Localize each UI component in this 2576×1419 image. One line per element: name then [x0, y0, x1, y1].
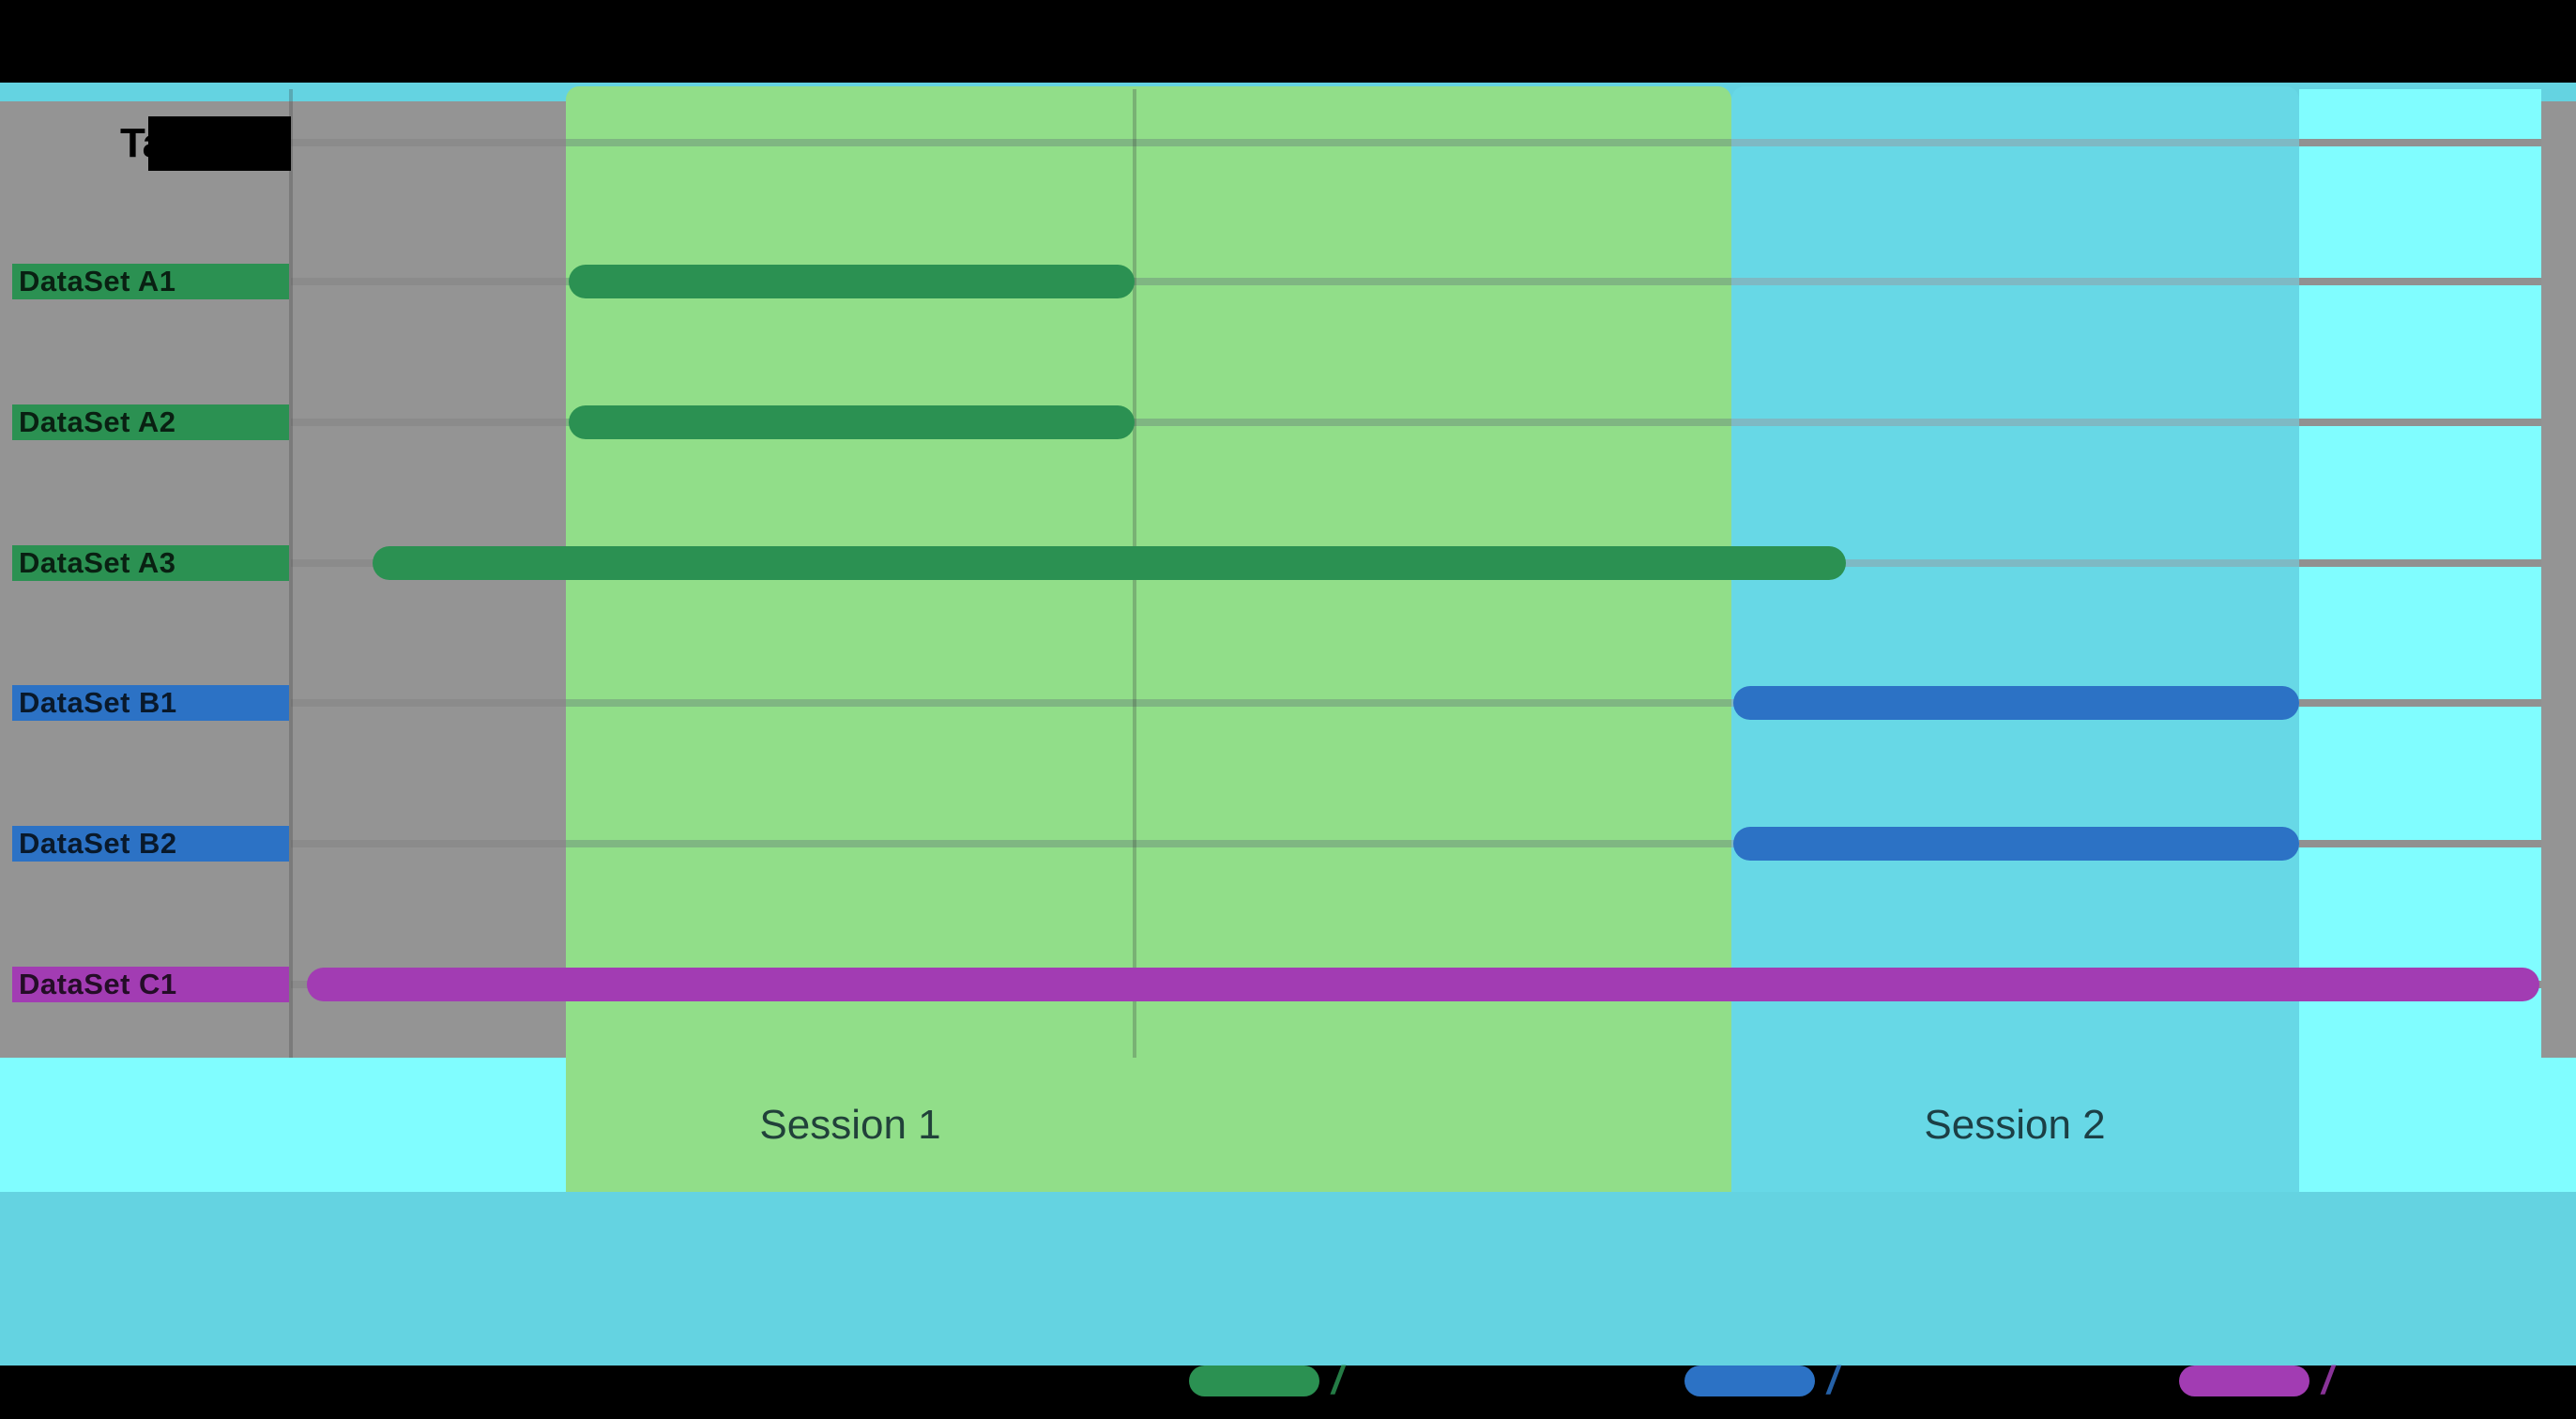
gridline	[2299, 278, 2541, 285]
row-label-chip: DataSet A1	[12, 264, 289, 299]
gridline	[566, 419, 1731, 426]
task-bar[interactable]	[1733, 827, 2299, 861]
legend-slash-glyph: /	[2322, 1358, 2333, 1402]
gridline	[2299, 559, 2541, 567]
task-bar[interactable]	[569, 405, 1135, 439]
task-bar[interactable]	[1733, 686, 2299, 720]
gridline	[566, 139, 1731, 146]
row-label-chip: DataSet B1	[12, 685, 289, 721]
legend-swatch[interactable]	[1189, 1366, 1319, 1396]
gridline	[1731, 559, 2299, 567]
gridline	[566, 840, 1731, 847]
gridline	[2299, 139, 2541, 146]
row-label-chip: DataSet C1	[12, 967, 289, 1002]
footer-cyan-strip	[0, 1192, 2576, 1366]
legend-swatch[interactable]	[2179, 1366, 2309, 1396]
side-light-cyan-band	[2299, 89, 2541, 1185]
gridline	[291, 840, 566, 847]
task-bar[interactable]	[373, 546, 1846, 580]
gridline	[2299, 419, 2541, 426]
session-band-1	[566, 86, 1731, 1192]
gridline	[1731, 419, 2299, 426]
gridline	[566, 278, 1731, 285]
redaction-box	[148, 116, 291, 171]
row-label-chip: DataSet A2	[12, 404, 289, 440]
gridline	[291, 139, 566, 146]
gridline	[291, 278, 566, 285]
gridline	[1731, 278, 2299, 285]
legend-swatch[interactable]	[1684, 1366, 1815, 1396]
legend-slash-glyph: /	[1332, 1358, 1343, 1402]
gridline	[1731, 139, 2299, 146]
legend-slash-glyph: /	[1827, 1358, 1838, 1402]
vertical-gridline	[289, 89, 293, 1058]
gridline	[2299, 699, 2541, 707]
task-bar[interactable]	[307, 968, 2539, 1001]
gridline	[291, 419, 566, 426]
session-label: Session 1	[759, 1102, 941, 1148]
task-bar[interactable]	[569, 265, 1135, 298]
session-label: Session 2	[1924, 1102, 2106, 1148]
gridline	[291, 699, 566, 707]
gridline	[2299, 840, 2541, 847]
row-label-chip: DataSet A3	[12, 545, 289, 581]
gridline	[566, 699, 1731, 707]
row-label-chip: DataSet B2	[12, 826, 289, 862]
top-letterbox-bar	[0, 0, 2576, 83]
session-band-2	[1731, 86, 2299, 1192]
